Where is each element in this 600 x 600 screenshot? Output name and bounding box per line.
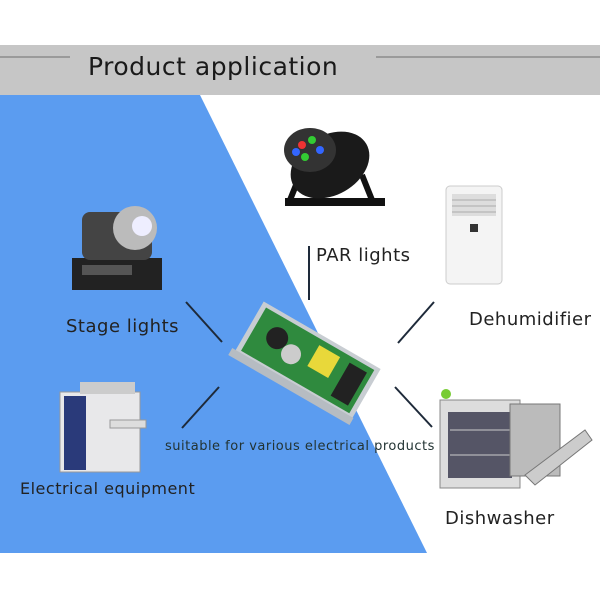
copier-image [59,382,147,473]
connector-lines [181,246,435,429]
page-title: Product application [88,52,339,81]
power-supply-board-image [228,301,381,425]
tagline: suitable for various electrical products [165,439,435,454]
label-par-lights: PAR lights [316,245,411,266]
header-rule-left [0,56,70,58]
dehumidifier-image [445,185,503,285]
dishwasher-image [439,389,593,489]
label-electrical-equipment: Electrical equipment [20,479,196,498]
par-light-image [284,128,385,206]
header-band [0,45,600,95]
stage-light-image [72,206,162,290]
label-dehumidifier: Dehumidifier [469,309,592,330]
label-dishwasher: Dishwasher [445,508,555,529]
header-rule-right [376,56,600,58]
label-stage-lights: Stage lights [66,316,180,337]
